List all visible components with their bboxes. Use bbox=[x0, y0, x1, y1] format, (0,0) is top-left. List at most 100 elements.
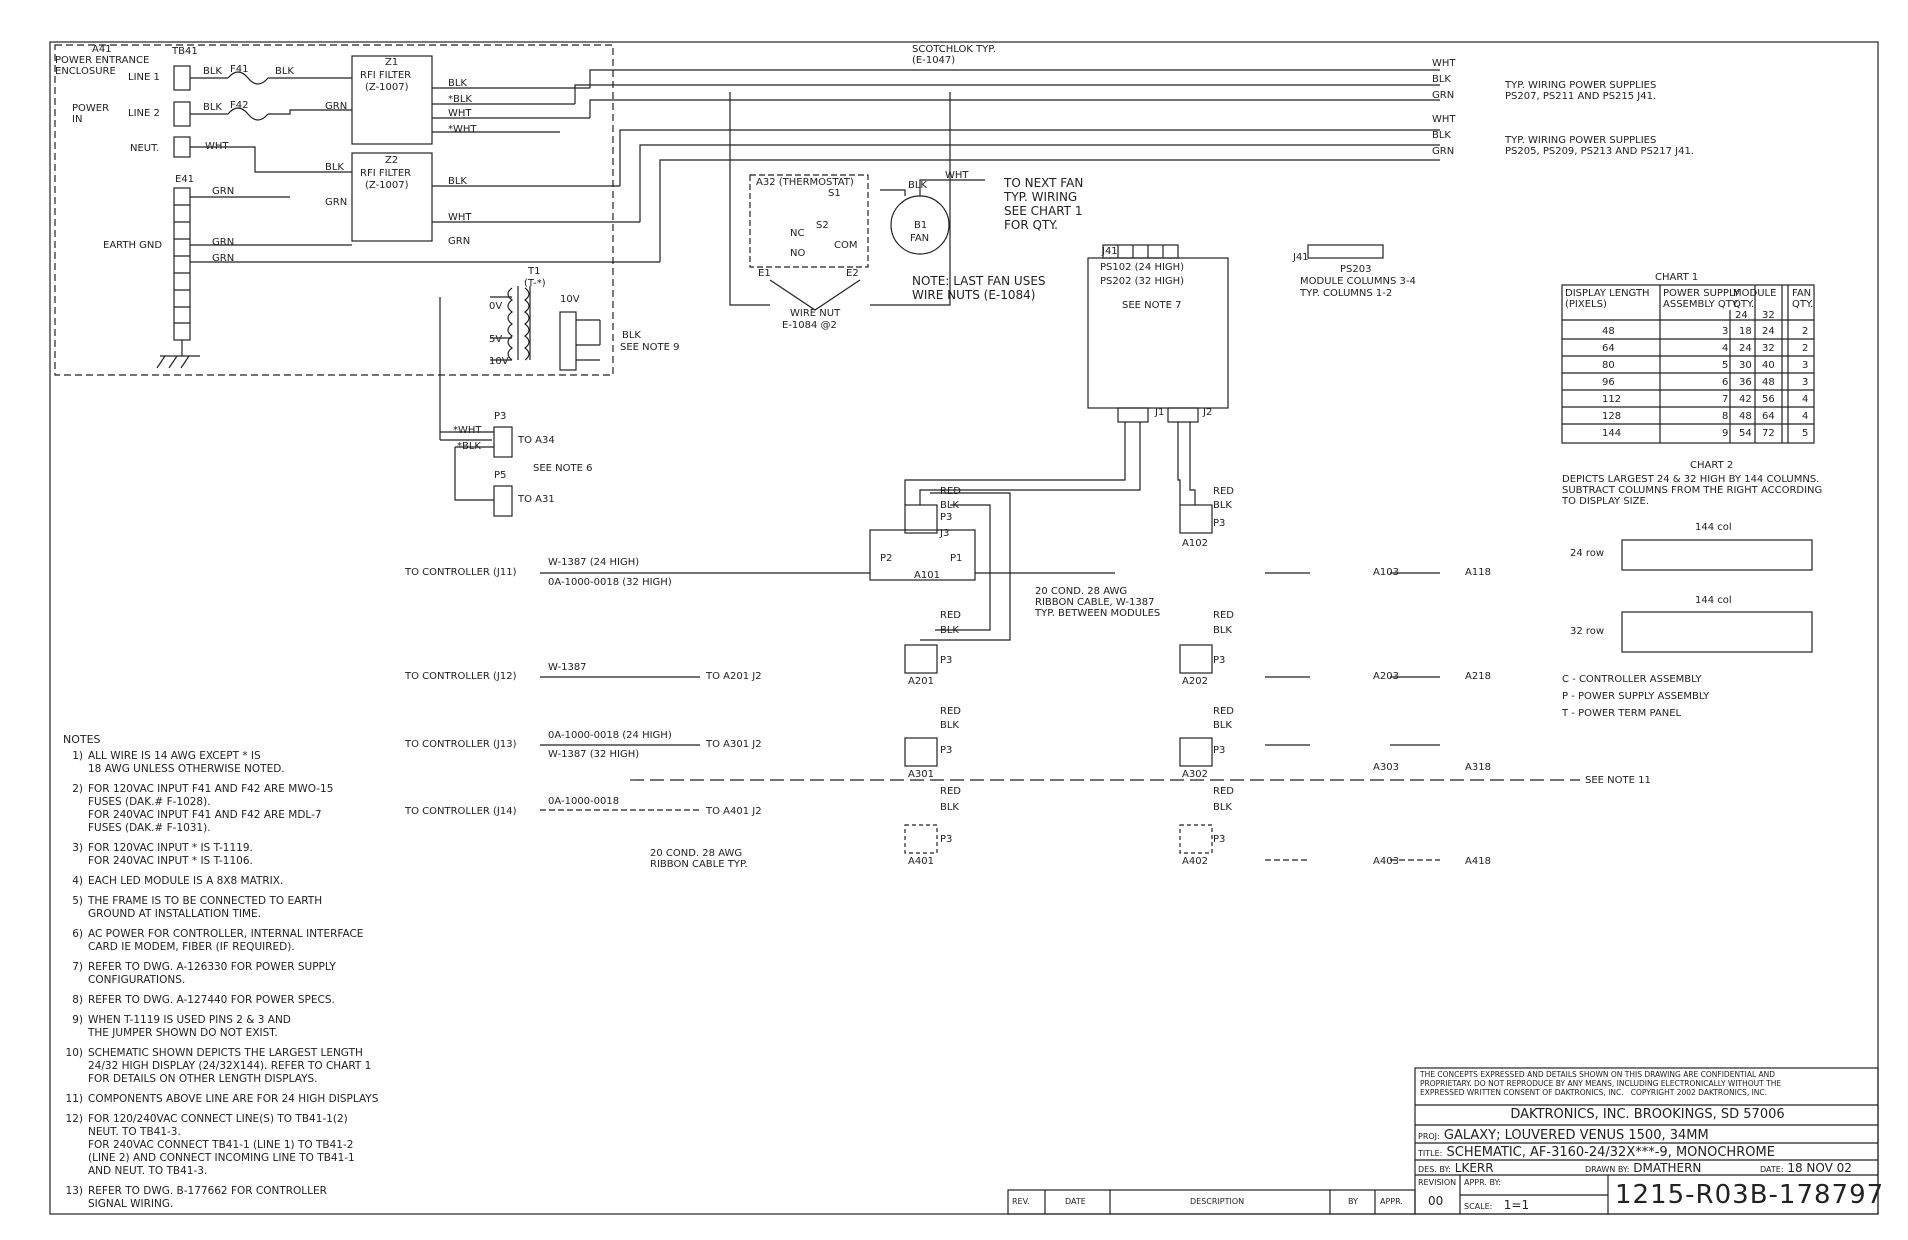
label-e41-grn2: GRN bbox=[212, 237, 235, 248]
note-text: AC POWER FOR CONTROLLER, INTERNAL INTERF… bbox=[88, 928, 364, 953]
label-oa-24: 0A-1000-0018 (24 HIGH) bbox=[548, 730, 672, 741]
label-module-cols-1: MODULE COLUMNS 3-4 bbox=[1300, 276, 1416, 287]
chart1-cell: 112 bbox=[1602, 394, 1622, 405]
drawn-by: DMATHERN bbox=[1633, 1161, 1702, 1175]
chart1-cell: 5 bbox=[1722, 360, 1729, 371]
chart1-cell: 3 bbox=[1802, 360, 1809, 371]
label-p2: P2 bbox=[880, 553, 893, 564]
appr-header: APPR. bbox=[1380, 1197, 1403, 1206]
note-text: EACH LED MODULE IS A 8X8 MATRIX. bbox=[88, 875, 284, 887]
label-last-fan-1: NOTE: LAST FAN USES bbox=[912, 274, 1046, 288]
label-w1387: W-1387 bbox=[548, 662, 587, 673]
label-to-a401: TO A401 J2 bbox=[706, 806, 762, 817]
note-number: 8) bbox=[72, 994, 83, 1006]
label-out-wht: WHT bbox=[448, 108, 472, 119]
label-p3-a202: P3 bbox=[1213, 655, 1226, 666]
label-out-blk: BLK bbox=[448, 78, 467, 89]
label-blk-a302: BLK bbox=[1213, 720, 1232, 731]
label-red-a402: RED bbox=[1213, 786, 1234, 797]
chart1-cell: 96 bbox=[1602, 377, 1615, 388]
label-out2-grn: GRN bbox=[448, 236, 471, 247]
chart1-h-display-sub: (PIXELS) bbox=[1565, 299, 1607, 310]
label-to-a201: TO A201 J2 bbox=[706, 671, 762, 682]
note-item: 3)FOR 120VAC INPUT * IS T-1119. FOR 240V… bbox=[63, 842, 423, 868]
chart1-cell: 72 bbox=[1762, 428, 1775, 439]
label-z2-part: (Z-1007) bbox=[365, 180, 409, 191]
note-number: 3) bbox=[72, 842, 83, 854]
proj-label: PROJ: bbox=[1418, 1132, 1440, 1141]
label-j41-b: J41 bbox=[1293, 252, 1309, 263]
label-z1-rfi: RFI FILTER bbox=[360, 70, 412, 81]
note-text: COMPONENTS ABOVE LINE ARE FOR 24 HIGH DI… bbox=[88, 1093, 379, 1105]
chart1-cell: 18 bbox=[1739, 326, 1752, 337]
note-text: REFER TO DWG. A-126330 FOR POWER SUPPLY … bbox=[88, 961, 336, 986]
chart1-cell: 2 bbox=[1802, 326, 1809, 337]
label-to-ctrl-j13: TO CONTROLLER (J13) bbox=[405, 739, 517, 750]
label-typ-ps-1b: PS207, PS211 AND PS215 J41. bbox=[1505, 91, 1657, 102]
chart2-legend-p: P - POWER SUPPLY ASSEMBLY bbox=[1562, 691, 1710, 702]
label-t1: T1 bbox=[528, 266, 541, 277]
label-red-a401: RED bbox=[940, 786, 961, 797]
label-z1-grn: GRN bbox=[325, 101, 348, 112]
description-header: DESCRIPTION bbox=[1190, 1197, 1245, 1206]
chart2-desc-2: SUBTRACT COLUMNS FROM THE RIGHT ACCORDIN… bbox=[1562, 485, 1823, 496]
note-number: 7) bbox=[72, 961, 83, 973]
note-number: 4) bbox=[72, 875, 83, 887]
label-t1-sec-10v: 10V bbox=[560, 294, 580, 305]
label-ps102: PS102 (24 HIGH) bbox=[1100, 262, 1185, 273]
chart1-h-display: DISPLAY LENGTH bbox=[1565, 288, 1650, 299]
chart2-legend-t: T - POWER TERM PANEL bbox=[1562, 708, 1682, 719]
chart1-cell: 80 bbox=[1602, 360, 1615, 371]
label-blk-a402: BLK bbox=[1213, 802, 1232, 813]
label-typ-ps-2b: PS205, PS209, PS213 AND PS217 J41. bbox=[1505, 146, 1694, 157]
note-item: 9)WHEN T-1119 IS USED PINS 2 & 3 AND THE… bbox=[63, 1014, 423, 1040]
label-a403: A403 bbox=[1373, 856, 1399, 867]
label-p3-wht: *WHT bbox=[453, 425, 482, 436]
chart1-cell: 3 bbox=[1802, 377, 1809, 388]
label-red-a101: RED bbox=[940, 486, 961, 497]
label-a32: A32 (THERMOSTAT) bbox=[756, 177, 854, 188]
rev-header: REV. bbox=[1012, 1197, 1030, 1206]
label-wire-nut: WIRE NUT bbox=[790, 308, 841, 319]
chart1-cell: 30 bbox=[1739, 360, 1752, 371]
label-e41: E41 bbox=[175, 174, 195, 185]
label-ps-j1: J1 bbox=[1155, 407, 1165, 418]
label-p3-a401: P3 bbox=[940, 834, 953, 845]
note-text: REFER TO DWG. B-177662 FOR CONTROLLER SI… bbox=[88, 1185, 327, 1210]
label-f42-blk: BLK bbox=[203, 102, 222, 113]
des-label: DES. BY: bbox=[1418, 1165, 1451, 1174]
label-z1-part: (Z-1007) bbox=[365, 82, 409, 93]
label-p3-a102: P3 bbox=[1213, 518, 1226, 529]
chart1-cell: 54 bbox=[1739, 428, 1752, 439]
label-f41-blk: BLK bbox=[203, 66, 222, 77]
label-b1: B1 bbox=[914, 220, 928, 231]
label-to-a34: TO A34 bbox=[518, 435, 555, 446]
label-red-a202: RED bbox=[1213, 610, 1234, 621]
note-item: 4) EACH LED MODULE IS A 8X8 MATRIX. bbox=[63, 875, 423, 888]
label-f41: F41 bbox=[230, 64, 249, 75]
label-a402: A402 bbox=[1182, 856, 1208, 867]
label-last-fan-2: WIRE NUTS (E-1084) bbox=[912, 288, 1036, 302]
label-a41: A41 bbox=[92, 44, 112, 55]
note-number: 9) bbox=[72, 1014, 83, 1026]
label-a302: A302 bbox=[1182, 769, 1208, 780]
label-ribbon-typ-2: RIBBON CABLE TYP. bbox=[650, 859, 748, 870]
label-ps-j2: J2 bbox=[1203, 407, 1213, 418]
chart1-cell: 64 bbox=[1762, 411, 1775, 422]
label-line1: LINE 1 bbox=[128, 72, 160, 83]
label-power-entrance: POWER ENTRANCE bbox=[55, 55, 150, 66]
label-neut: NEUT. bbox=[130, 143, 160, 154]
label-a218: A218 bbox=[1465, 671, 1491, 682]
label-to-a31: TO A31 bbox=[518, 494, 555, 505]
label-out-star-wht: *WHT bbox=[448, 124, 477, 135]
label-red-a302: RED bbox=[1213, 706, 1234, 717]
note-item: 13)REFER TO DWG. B-177662 FOR CONTROLLER… bbox=[63, 1185, 423, 1211]
label-a301: A301 bbox=[908, 769, 934, 780]
label-a303: A303 bbox=[1373, 762, 1399, 773]
notes-title: NOTES bbox=[63, 733, 101, 746]
label-p3-a201: P3 bbox=[940, 655, 953, 666]
label-ps-wht-1: WHT bbox=[1432, 58, 1456, 69]
label-z2-rfi: RFI FILTER bbox=[360, 168, 412, 179]
